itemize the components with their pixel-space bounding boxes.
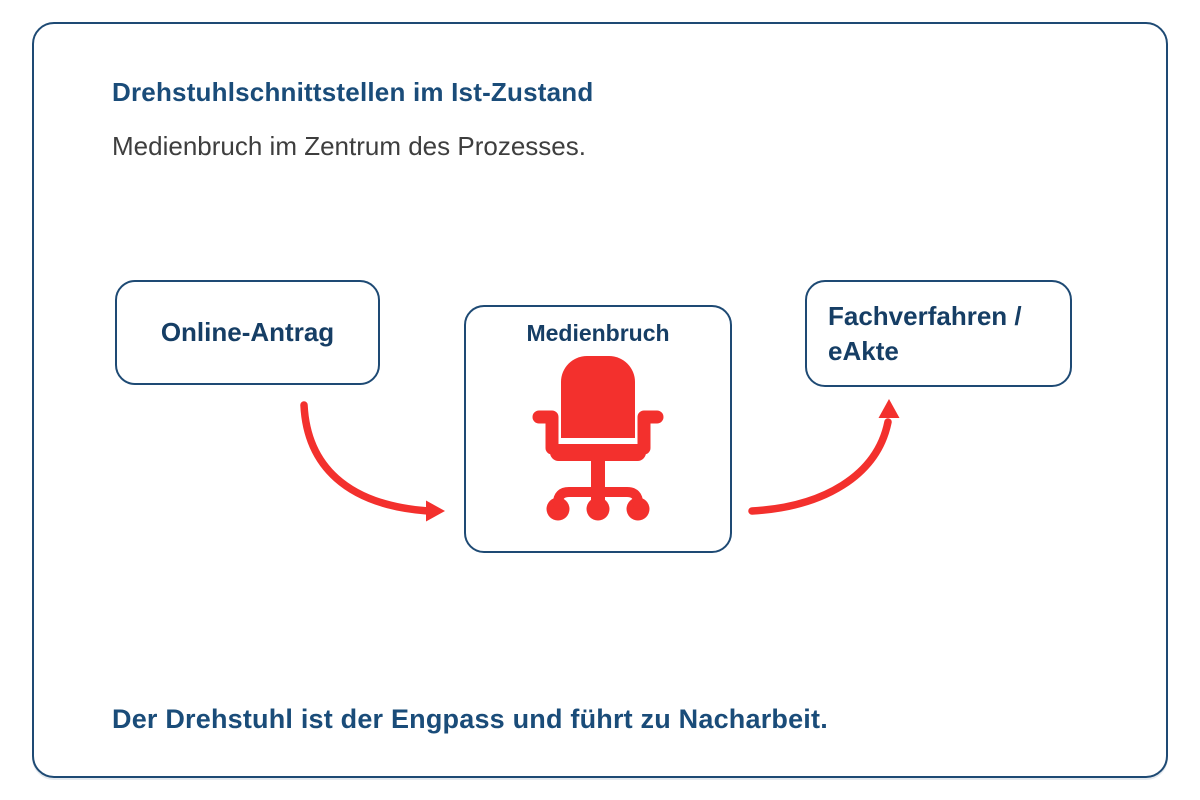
slide-card: Drehstuhlschnittstellen im Ist-Zustand M… xyxy=(32,22,1168,778)
node-label: Online-Antrag xyxy=(160,317,335,347)
footer-takeaway: Der Drehstuhl ist der Engpass und führt … xyxy=(112,704,828,734)
office-chair-icon xyxy=(531,354,665,526)
diagram-node-fachverfahren-eakte: Fachverfahren / eAkte xyxy=(805,280,1072,387)
arrowhead-right-icon xyxy=(426,500,445,522)
page-title: Drehstuhlschnittstellen im Ist-Zustand xyxy=(112,77,594,107)
node-label: Medienbruch xyxy=(526,320,670,346)
diagram-node-online-antrag: Online-Antrag xyxy=(115,280,380,385)
arrow-online-to-medienbruch xyxy=(300,401,445,522)
arrowhead-up-icon xyxy=(878,399,900,418)
node-label: Fachverfahren / eAkte xyxy=(828,301,1022,366)
diagram-node-medienbruch: Medienbruch xyxy=(464,305,732,553)
page-subtitle: Medienbruch im Zentrum des Prozesses. xyxy=(112,131,586,161)
arrow-medienbruch-to-fachverfahren xyxy=(748,399,900,515)
